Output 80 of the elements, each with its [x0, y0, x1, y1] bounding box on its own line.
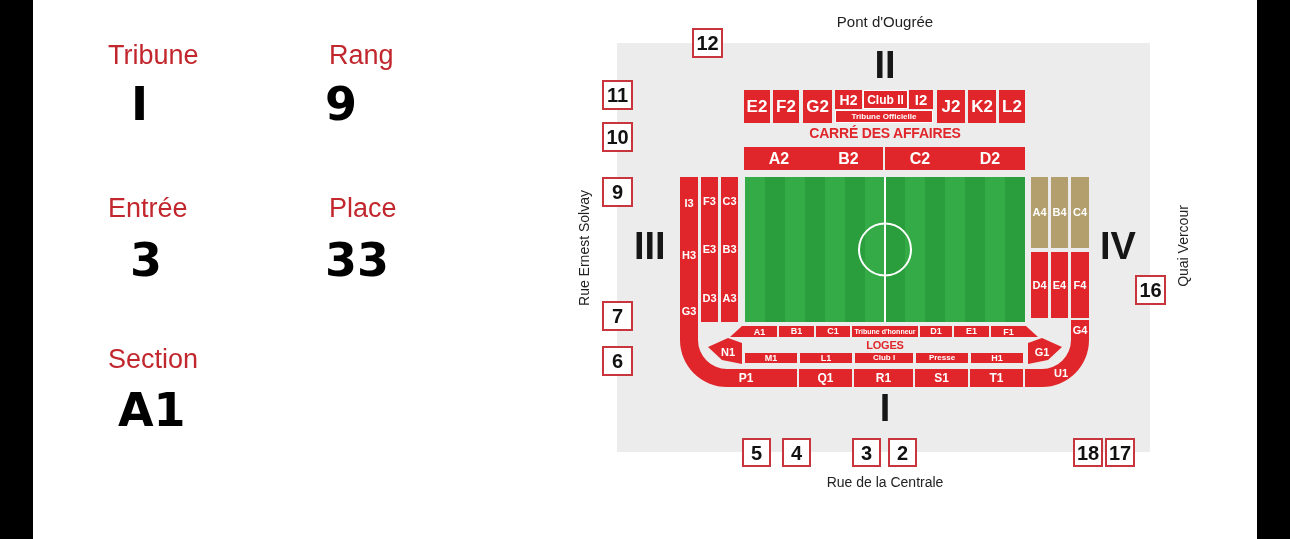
seating-section: G3 — [680, 282, 698, 340]
seating-section: H3 — [680, 229, 698, 282]
seating-section: L1 — [800, 353, 852, 363]
seating-section: F4 — [1071, 252, 1089, 318]
ticket-field-value: 9 — [325, 77, 357, 133]
seating-section: I3 — [680, 177, 698, 229]
seating-section: H1 — [971, 353, 1023, 363]
seating-section: N1 — [708, 338, 742, 364]
seating-section: B3 — [721, 225, 738, 274]
ticket-field-value: 33 — [325, 233, 389, 289]
gate-sign: 9 — [602, 177, 633, 207]
seating-section: Club I — [855, 353, 913, 363]
seating-section: B2 — [814, 147, 883, 170]
seating-section: D2 — [955, 147, 1025, 170]
gate-sign: 16 — [1135, 275, 1166, 305]
gate-sign: 4 — [782, 438, 811, 467]
street-name: Quai Vercour — [1174, 205, 1192, 287]
zone-label: LOGES — [866, 339, 904, 353]
seating-section: C1 — [816, 326, 850, 337]
seating-section: Presse — [916, 353, 968, 363]
seating-section: A3 — [721, 274, 738, 322]
seating-section: Tribune Officielle — [835, 110, 933, 123]
gate-sign: 12 — [692, 28, 723, 58]
seating-section: C2 — [885, 147, 955, 170]
seating-section: E3 — [701, 225, 718, 274]
seating-section: E4 — [1051, 252, 1068, 318]
seating-section: R1 — [854, 369, 913, 387]
seating-section: Club II — [863, 90, 908, 109]
stand-numeral: IV — [1100, 224, 1136, 269]
seating-section: A2 — [744, 147, 814, 170]
street-name: Rue Ernest Solvay — [575, 190, 593, 306]
seating-section: G1 — [1028, 338, 1062, 364]
seating-section: T1 — [970, 369, 1023, 387]
gate-sign: 2 — [888, 438, 917, 467]
stand-numeral: I — [879, 386, 891, 431]
seating-section: S1 — [915, 369, 968, 387]
ticket-field-label: Tribune — [108, 39, 199, 72]
gate-sign: 3 — [852, 438, 881, 467]
seating-section: L2 — [999, 90, 1025, 123]
seating-section: M1 — [745, 353, 797, 363]
seating-section: D1 — [920, 326, 952, 337]
seating-section: A1 — [730, 326, 777, 337]
ticket-field-label: Entrée — [108, 192, 188, 225]
seating-section: F2 — [773, 90, 799, 123]
seating-section: D3 — [701, 274, 718, 322]
seating-section: D4 — [1031, 252, 1048, 318]
street-name: Rue de la Centrale — [826, 474, 944, 491]
ticket-field-label: Section — [108, 343, 199, 376]
gate-sign: 10 — [602, 122, 633, 152]
seating-section: B1 — [779, 326, 814, 337]
seating-section: G4 — [1071, 320, 1089, 340]
seating-section: J2 — [937, 90, 965, 123]
gate-sign: 6 — [602, 346, 633, 376]
ticket-field-value: 3 — [130, 233, 162, 289]
ticket-field-value: A1 — [118, 383, 186, 439]
seating-section: B4 — [1051, 177, 1068, 248]
ticket-field-label: Place — [329, 192, 397, 225]
seating-section: C4 — [1071, 177, 1089, 248]
seating-section: E1 — [954, 326, 989, 337]
seating-section: E2 — [744, 90, 770, 123]
stand-numeral: II — [874, 43, 896, 88]
seating-section: G2 — [803, 90, 832, 123]
gate-sign: 5 — [742, 438, 771, 467]
street-name: Pont d'Ougrée — [836, 13, 934, 31]
gate-sign: 17 — [1105, 438, 1135, 467]
gate-sign: 18 — [1073, 438, 1103, 467]
seating-section: F3 — [701, 177, 718, 225]
ticket-field-label: Rang — [329, 39, 394, 72]
seating-section: F1 — [991, 326, 1038, 337]
seating-section: K2 — [968, 90, 996, 123]
seating-section: H2 — [835, 90, 862, 109]
seating-section: C3 — [721, 177, 738, 225]
seating-section: I2 — [909, 90, 933, 109]
stand-numeral: III — [634, 224, 666, 269]
gate-sign: 7 — [602, 301, 633, 331]
seating-section: Q1 — [799, 369, 852, 387]
ticket-field-value: I — [131, 77, 149, 133]
seating-section: A4 — [1031, 177, 1048, 248]
zone-label: CARRÉ DES AFFAIRES — [809, 125, 961, 142]
gate-sign: 11 — [602, 80, 633, 110]
